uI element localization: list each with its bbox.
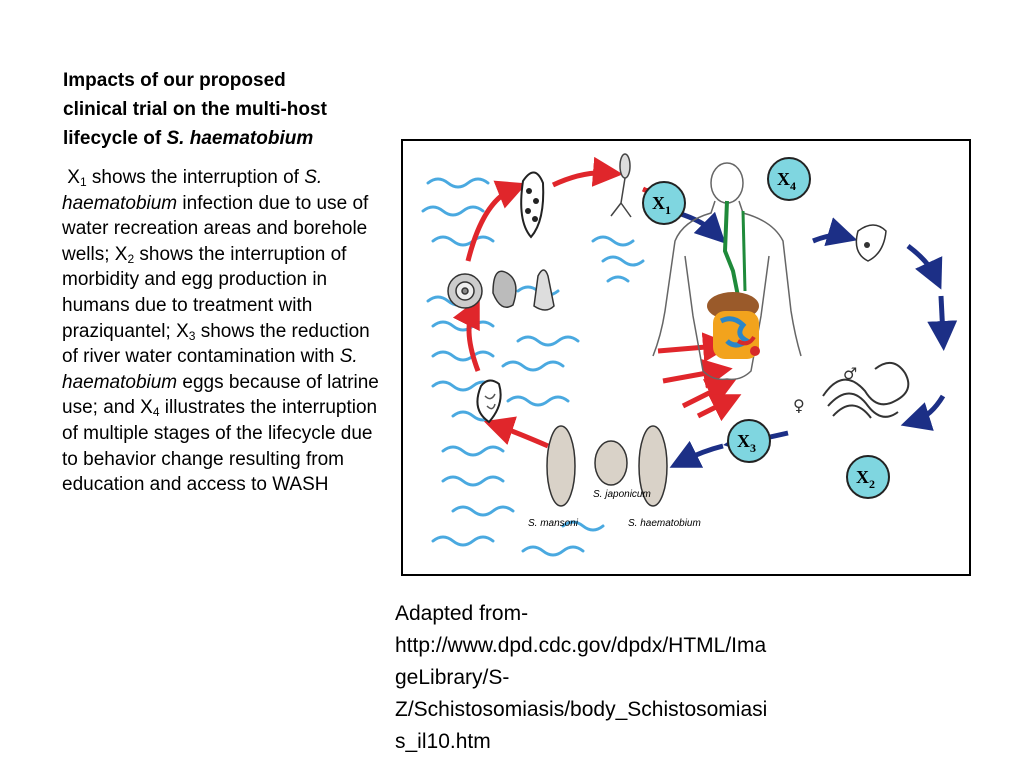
text-part-2: infection due to use of water recreation…: [62, 192, 369, 265]
schistosomulum-icon: [855, 224, 887, 262]
caption-line-3: geLibrary/S-: [395, 666, 510, 689]
text-part-5: eggs because of latrine use; and X: [62, 371, 379, 419]
lifecycle-svg: S. mansoni S. japonicum S. haematobium ♂…: [421, 153, 958, 557]
x2-sub: 2: [127, 251, 135, 266]
slide-title: Impacts of our proposed clinical trial o…: [63, 66, 383, 153]
description-text: X1 shows the interruption of S. haematob…: [62, 165, 384, 498]
digestive-tract: [707, 200, 760, 359]
sporocyst-icon: [520, 171, 545, 239]
snail-icons: [447, 269, 555, 311]
text-species-1: S. haematobium: [62, 167, 323, 214]
caption-line-4: Z/Schistosomiasis/body_Schistosomiasi: [395, 698, 768, 721]
x1-sub: 1: [79, 175, 87, 189]
text-part-6: illustrates the interruption of multiple…: [62, 397, 378, 496]
text-species-2: S. haematobium: [62, 346, 358, 393]
figure-caption: Adapted from- http://www.dpd.cdc.gov/dpd…: [395, 598, 865, 758]
miracidium-icon: [476, 379, 502, 424]
caption-line-5: s_il10.htm: [395, 730, 491, 753]
svg-text:X3: X3: [737, 431, 756, 455]
svg-text:X4: X4: [777, 169, 796, 193]
title-species: S. haematobium: [166, 128, 314, 149]
badge-x3: X3: [727, 419, 771, 463]
title-line-3-prefix: lifecycle of: [63, 128, 167, 149]
title-line-1: Impacts of our proposed: [63, 70, 286, 91]
svg-text:X2: X2: [856, 467, 875, 491]
water-waves: [421, 177, 645, 557]
caption-line-1: Adapted from-: [395, 602, 529, 625]
egg-icons: [546, 425, 668, 507]
caption-line-2: http://www.dpd.cdc.gov/dpdx/HTML/Ima: [395, 634, 767, 657]
x1-letter: X: [67, 167, 80, 188]
lifecycle-diagram: S. mansoni S. japonicum S. haematobium ♂…: [401, 139, 971, 576]
text-part-1: shows the interruption of: [86, 167, 305, 188]
x3-sub: 3: [188, 328, 196, 343]
human-figure: [652, 162, 802, 381]
male-symbol: ♂: [843, 364, 857, 383]
female-symbol: ♀: [793, 396, 805, 415]
egg-label-haematobium: S. haematobium: [628, 518, 701, 529]
svg-text:X1: X1: [652, 193, 671, 217]
badge-x1: X1: [642, 181, 686, 225]
x4-sub: 4: [152, 405, 160, 420]
egg-label-mansoni: S. mansoni: [528, 518, 579, 529]
cercaria-icon: [610, 153, 632, 218]
badge-x2: X2: [846, 455, 890, 499]
red-arrows: [452, 156, 742, 449]
title-line-2: clinical trial on the multi-host: [63, 99, 327, 120]
adult-worms-icon: [822, 362, 910, 419]
egg-label-japonicum: S. japonicum: [593, 489, 651, 500]
text-part-3: shows the interruption of morbidity and …: [62, 243, 347, 342]
badge-x4: X4: [767, 157, 811, 201]
text-part-4: shows the reduction of river water conta…: [62, 320, 370, 368]
